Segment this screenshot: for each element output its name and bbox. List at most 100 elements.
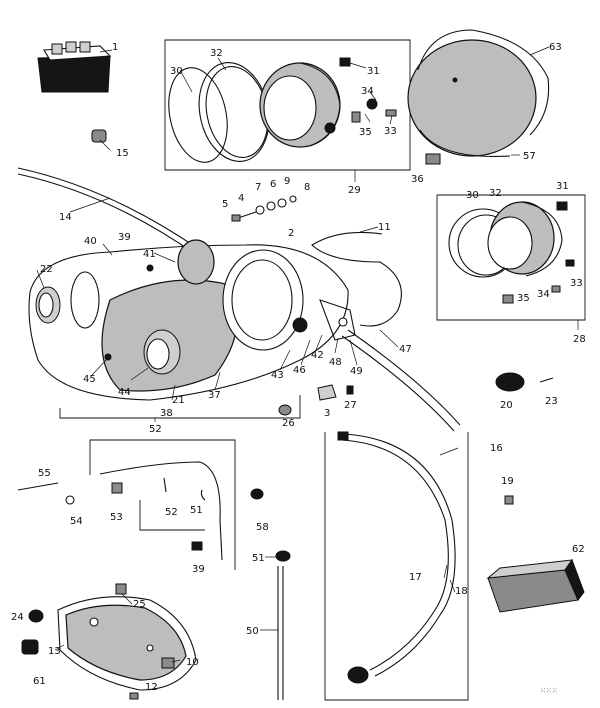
grommet-58 — [250, 488, 264, 500]
spring-53 — [200, 489, 206, 501]
callout-5: 5 — [222, 199, 228, 210]
right-headlamp — [448, 201, 575, 304]
callout-49: 49 — [350, 366, 363, 377]
switch-block — [37, 41, 113, 93]
callout-48: 48 — [329, 357, 342, 368]
cable-group-bracket-lower — [139, 500, 205, 531]
lower-rod — [341, 329, 461, 432]
callout-50: 50 — [246, 626, 259, 637]
washer-56 — [65, 495, 75, 505]
callout-58: 58 — [256, 522, 269, 533]
callout-31-right: 31 — [556, 181, 569, 192]
callout-39-lower: 39 — [192, 564, 205, 575]
callout-33: 33 — [384, 126, 397, 137]
callout-35-right: 35 — [517, 293, 530, 304]
callout-2: 2 — [288, 228, 294, 239]
callout-labels: 1 15 30 32 31 34 35 33 63 57 29 36 30 32… — [11, 42, 586, 695]
headlamp-shell — [259, 62, 341, 148]
callout-47: 47 — [399, 344, 412, 355]
callout-17: 17 — [409, 572, 422, 583]
callout-8: 8 — [304, 182, 310, 193]
callout-25: 25 — [133, 599, 146, 610]
callout-31: 31 — [367, 66, 380, 77]
clip-25 — [115, 583, 127, 595]
callout-27: 27 — [344, 400, 357, 411]
headlamp-group-box — [164, 39, 411, 171]
callout-52: 52 — [149, 424, 162, 435]
leader-lines — [36, 46, 550, 663]
callout-22: 22 — [40, 264, 53, 275]
reference-code: ⁙⁙⁙ — [540, 687, 558, 695]
callout-15: 15 — [116, 148, 129, 159]
callout-21: 21 — [172, 395, 185, 406]
callout-43: 43 — [271, 370, 284, 381]
clip-55 — [111, 482, 123, 494]
callout-63: 63 — [549, 42, 562, 53]
hood-group-bracket — [59, 395, 301, 419]
hood-bracket — [319, 299, 356, 341]
callout-42: 42 — [311, 350, 324, 361]
clip-39-lower — [191, 541, 203, 551]
cable-group-bracket — [89, 439, 236, 570]
callout-56: 54 — [70, 516, 83, 527]
callout-39: 39 — [118, 232, 131, 243]
callout-34-right: 34 — [537, 289, 550, 300]
callout-32: 32 — [210, 48, 223, 59]
screw-12 — [129, 692, 139, 700]
callout-30-right: 30 — [466, 190, 479, 201]
right-headlamp-group-box — [436, 194, 586, 321]
callout-7: 7 — [255, 182, 261, 193]
knob-61 — [21, 639, 39, 655]
clip-3 — [317, 384, 337, 401]
grommet-26 — [278, 404, 292, 416]
callout-45: 45 — [83, 374, 96, 385]
callout-36: 36 — [411, 174, 424, 185]
nut-51 — [275, 550, 291, 562]
callout-57: 55 — [38, 468, 51, 479]
callout-46: 46 — [293, 365, 306, 376]
callout-12: 12 — [145, 682, 158, 693]
callout-54: 52 — [165, 507, 178, 518]
callout-18: 18 — [455, 586, 468, 597]
callout-6: 6 — [270, 179, 276, 190]
callout-51: 51 — [252, 553, 265, 564]
warning-lamp-20 — [495, 372, 525, 392]
callout-30: 30 — [170, 66, 183, 77]
callout-29: 29 — [348, 185, 361, 196]
rod-57 — [17, 482, 59, 491]
horn-bolt — [425, 153, 441, 165]
callout-20: 20 — [500, 400, 513, 411]
callout-41: 41 — [143, 249, 156, 260]
callout-34: 34 — [361, 86, 374, 97]
callout-61: 61 — [33, 676, 46, 687]
callout-60: 57 — [523, 151, 536, 162]
long-rod — [17, 167, 201, 257]
adjuster-screws — [339, 57, 397, 123]
callout-35: 35 — [359, 127, 372, 138]
bolt-and-washer-stack — [231, 195, 297, 222]
callout-24: 24 — [11, 612, 24, 623]
callout-44: 44 — [118, 387, 131, 398]
callout-19: 19 — [501, 476, 514, 487]
callout-16: 16 — [490, 443, 503, 454]
callout-10: 10 — [186, 657, 199, 668]
harness-loop — [311, 231, 402, 327]
screw-23 — [539, 377, 554, 383]
gauge-bezel-center — [143, 329, 181, 375]
callout-28: 28 — [573, 334, 586, 345]
cable-end-fitting — [347, 666, 369, 684]
callout-40: 40 — [84, 236, 97, 247]
callout-14: 14 — [59, 212, 72, 223]
callout-33-right: 33 — [570, 278, 583, 289]
callout-38: 38 — [160, 408, 173, 419]
control-cable — [99, 461, 223, 561]
callout-55: 53 — [110, 512, 123, 523]
relay-62 — [486, 558, 585, 613]
gauge-bezel-left — [35, 286, 61, 324]
small-grommet — [91, 129, 107, 143]
speedo-cable-box — [324, 432, 469, 701]
callout-13: 13 — [48, 646, 61, 657]
callout-3: 3 — [324, 408, 330, 419]
instrument-cover-13 — [57, 596, 197, 691]
